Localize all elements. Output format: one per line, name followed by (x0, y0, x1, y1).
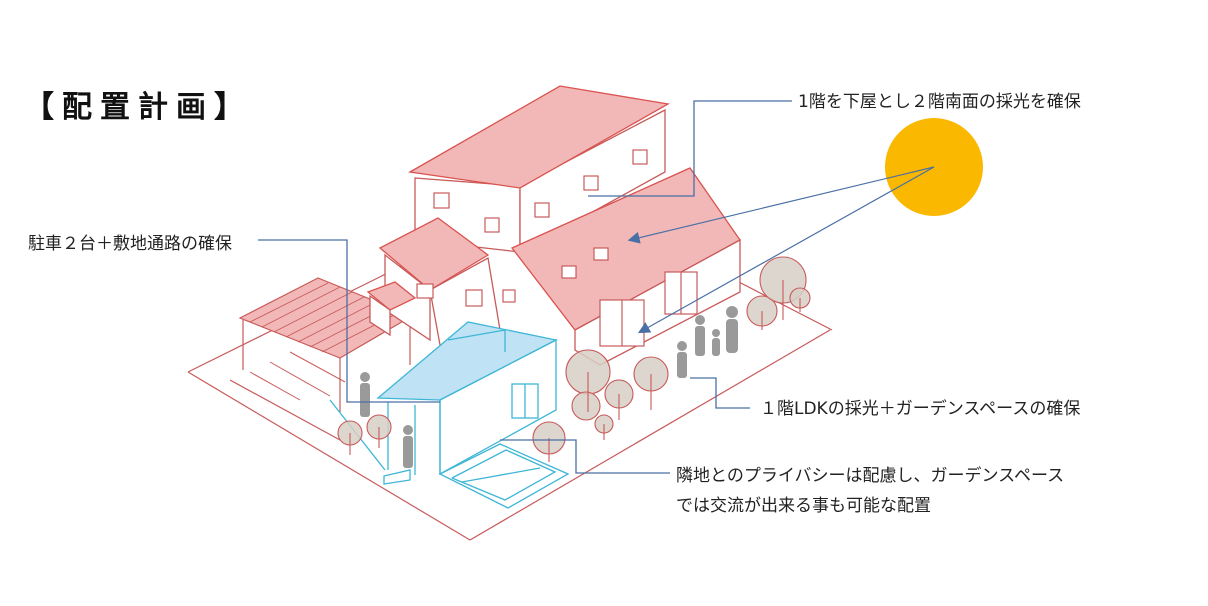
callout-privacy-line2: では交流が出来る事も可能な配置 (676, 496, 931, 516)
house-body (366, 85, 741, 366)
sun-ray-lower (637, 166, 935, 334)
people (360, 306, 738, 468)
callout-privacy-line1: 隣地とのプライバシーは配慮し、ガーデンスペース (676, 466, 1065, 486)
callout-privacy: 隣地とのプライバシーは配慮し、ガーデンスペース では交流が出来る事も可能な配置 (676, 461, 1064, 521)
windows (416, 149, 698, 347)
callout-parking: 駐車２台＋敷地通路の確保 (28, 234, 232, 254)
sun-ray-upper (627, 166, 935, 244)
page-title: 【配置計画】 (24, 90, 252, 125)
callout-leaders (258, 100, 792, 474)
garden-annex (329, 321, 570, 509)
trees (337, 256, 811, 462)
callout-ldk: １階LDKの採光＋ガーデンスペースの確保 (760, 399, 1081, 419)
callout-upper-floor: 1階を下屋とし２階南面の採光を確保 (798, 92, 1081, 112)
